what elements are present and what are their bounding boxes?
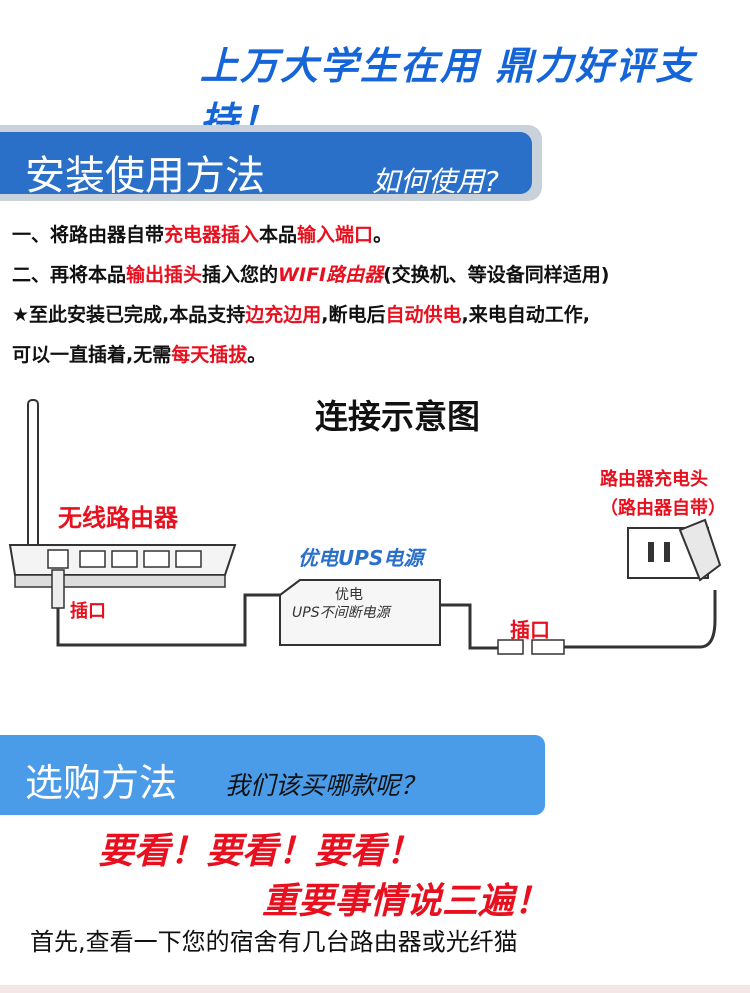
install-subtitle: 如何使用?	[372, 165, 499, 198]
ups-label: 优电UPS电源	[298, 546, 424, 570]
bottom-strip	[0, 985, 750, 993]
router-lan-port	[111, 550, 138, 568]
router-power-port	[47, 549, 69, 569]
charger-label-note: （路由器自带）	[600, 498, 726, 519]
slogan-text: 上万大学生在用 鼎力好评支持！	[200, 44, 696, 143]
router-label: 无线路由器	[58, 504, 178, 532]
dc-socket	[497, 639, 524, 655]
ups-output-cable	[56, 593, 300, 647]
charger-adapter	[678, 518, 722, 582]
router-plug	[51, 569, 65, 609]
diagram-title: 连接示意图	[315, 397, 480, 436]
buy-subtitle: 我们该买哪款呢？	[225, 771, 426, 800]
charger-port-label: 插口	[510, 618, 550, 642]
buy-title: 选购方法	[25, 761, 178, 805]
install-step-4: 可以一直插着,无需每天插拔。	[12, 344, 267, 366]
install-banner	[0, 132, 532, 194]
router-base	[14, 574, 226, 588]
install-step-2: 二、再将本品输出插头插入您的WIFI路由器(交换机、等设备同样适用)	[12, 264, 610, 286]
ups-box-label-line1: 优电	[335, 587, 363, 603]
install-step-3: ★至此安装已完成,本品支持边充边用,断电后自动供电,来电自动工作,	[12, 304, 590, 326]
install-title: 安装使用方法	[25, 153, 265, 199]
connection-diagram	[8, 399, 722, 655]
must-see-text: 要看！要看！要看！	[98, 831, 423, 872]
charger-label: 路由器充电头	[600, 469, 708, 490]
ups-box-label-line2: UPS不间断电源	[292, 605, 390, 621]
charger-cable	[564, 590, 717, 649]
router-lan-port	[175, 550, 202, 568]
buy-banner	[0, 735, 545, 815]
router-port-label: 插口	[70, 601, 106, 622]
first-check-text: 首先,查看一下您的宿舍有几台路由器或光纤猫	[30, 928, 518, 956]
router-lan-port	[143, 550, 170, 568]
install-step-1: 一、将路由器自带充电器插入本品输入端口。	[12, 224, 393, 246]
important-text: 重要事情说三遍！	[262, 881, 551, 922]
router-lan-port	[79, 550, 106, 568]
ups-input-cable	[440, 603, 500, 650]
